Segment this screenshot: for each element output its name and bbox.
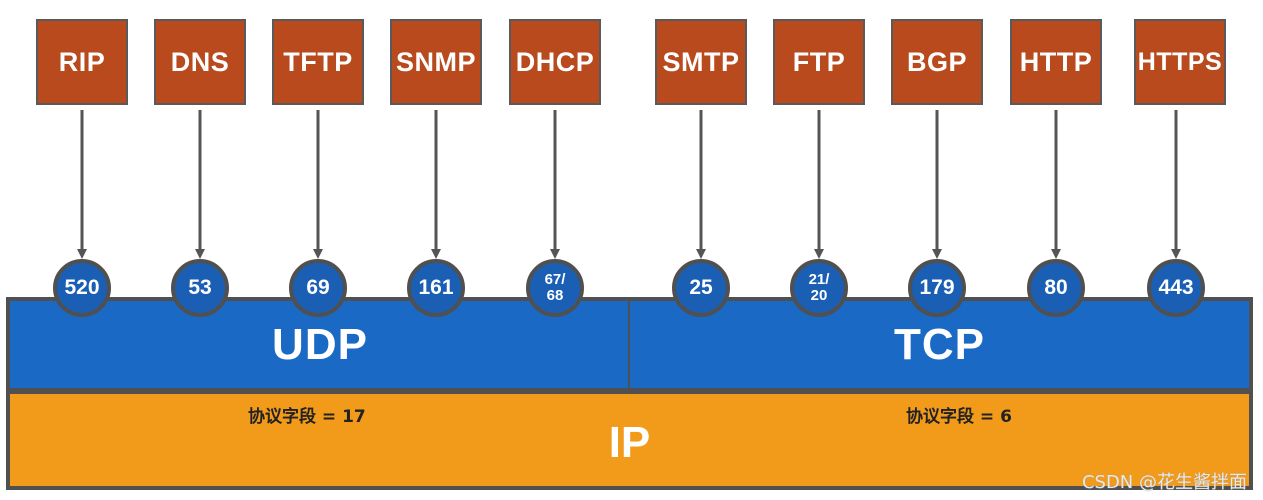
watermark: CSDN @花生酱拌面: [1081, 472, 1247, 493]
protocol-box-ftp: FTP: [773, 19, 865, 105]
port-circle-http: 80: [1027, 259, 1085, 317]
protocol-box-dhcp: DHCP: [509, 19, 601, 105]
port-circle-bgp: 179: [908, 259, 966, 317]
protocol-box-tftp: TFTP: [272, 19, 364, 105]
protocol-box-dns: DNS: [154, 19, 246, 105]
port-circle-ftp: 21/ 20: [790, 259, 848, 317]
protocol-box-https: HTTPS: [1134, 19, 1226, 105]
port-circle-dns: 53: [171, 259, 229, 317]
protocol-box-rip: RIP: [36, 19, 128, 105]
protocol-box-http: HTTP: [1010, 19, 1102, 105]
tcp-label: TCP: [894, 319, 985, 369]
protocol-box-snmp: SNMP: [390, 19, 482, 105]
protocol-box-bgp: BGP: [891, 19, 983, 105]
port-circle-snmp: 161: [407, 259, 465, 317]
port-circle-smtp: 25: [672, 259, 730, 317]
protocol-box-smtp: SMTP: [655, 19, 747, 105]
ip-label: IP: [608, 418, 651, 467]
udp-label: UDP: [272, 319, 368, 369]
port-circle-https: 443: [1147, 259, 1205, 317]
tcp-protocol-field: 协议字段 = 6: [906, 407, 1012, 427]
ip-layer: 协议字段 = 17 协议字段 = 6 IP: [6, 390, 1253, 490]
port-circle-tftp: 69: [289, 259, 347, 317]
udp-protocol-field: 协议字段 = 17: [248, 407, 366, 427]
port-circle-dhcp: 67/ 68: [526, 259, 584, 317]
port-circle-rip: 520: [53, 259, 111, 317]
